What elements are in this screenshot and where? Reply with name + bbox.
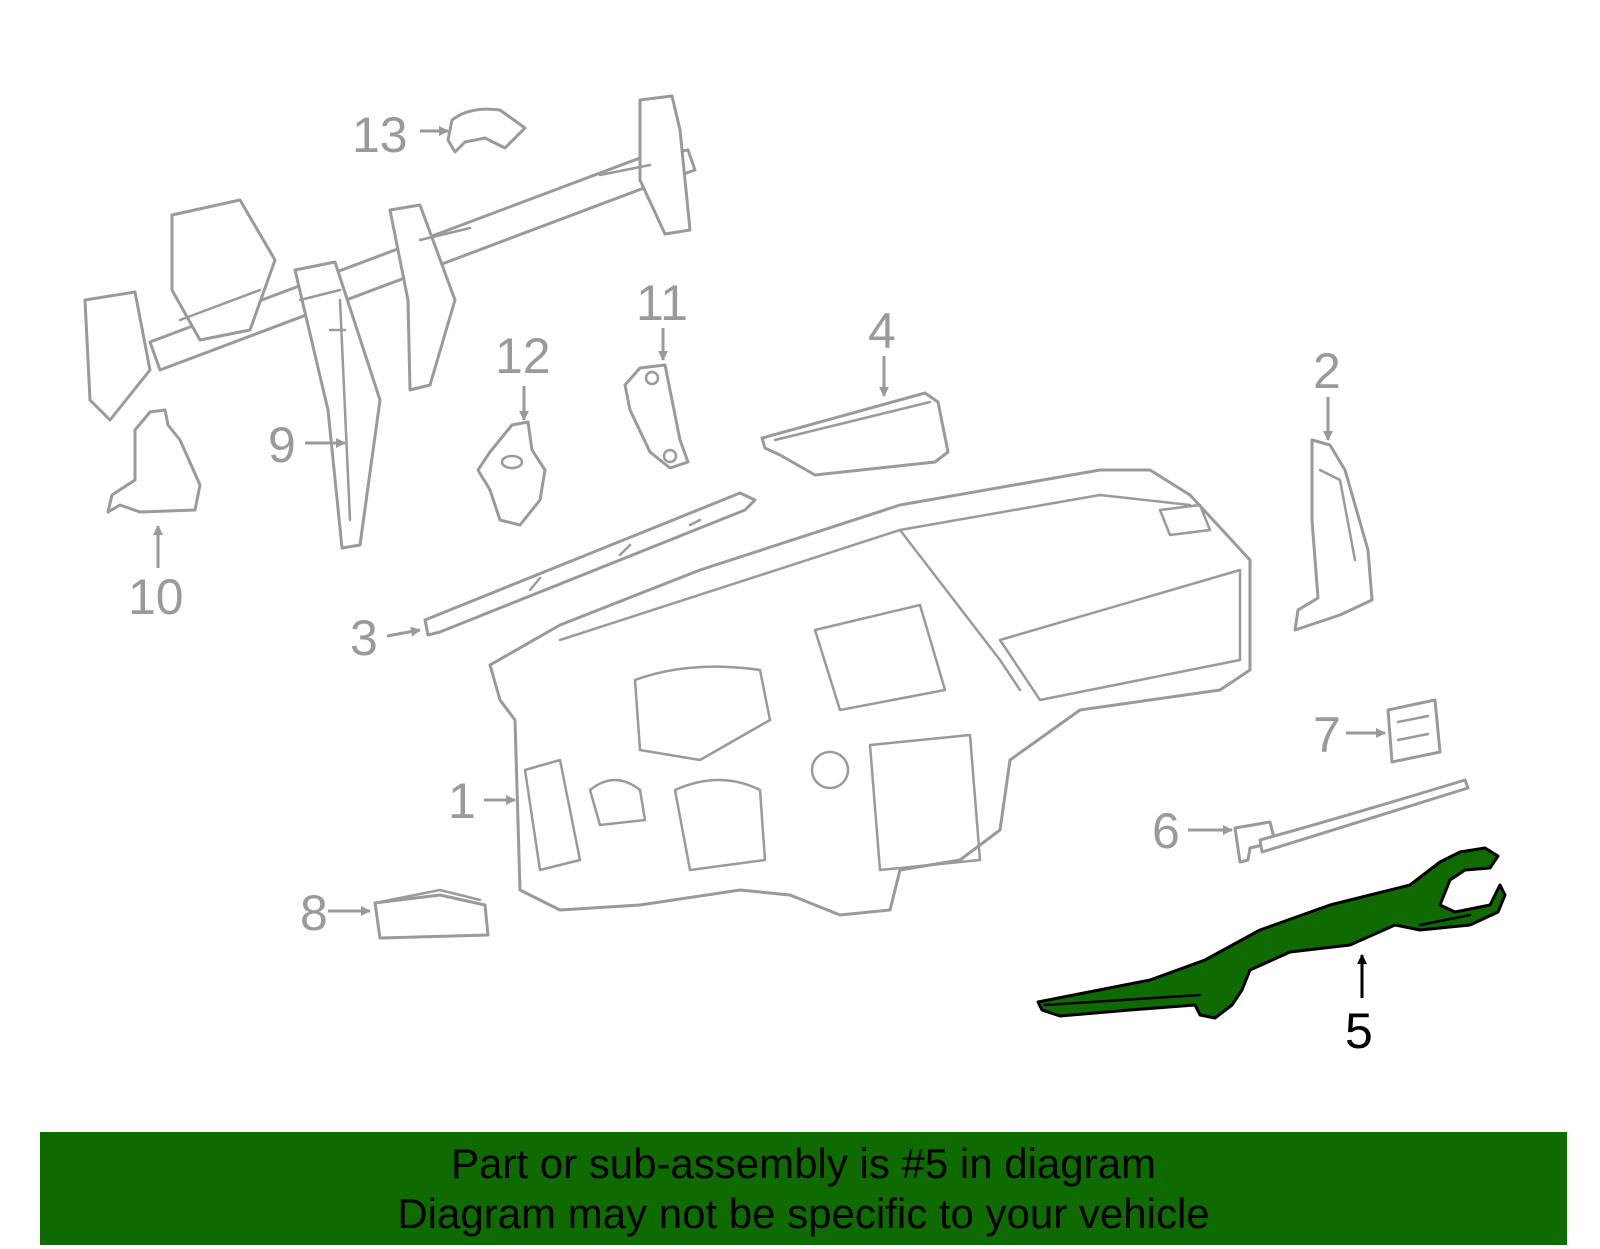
banner-line-1: Part or sub-assembly is #5 in diagram — [451, 1139, 1156, 1187]
callout-8: 8 — [300, 885, 328, 941]
info-banner: Part or sub-assembly is #5 in diagram Di… — [40, 1132, 1567, 1245]
part-9-crossbeam[interactable] — [83, 94, 697, 550]
callout-11: 11 — [636, 275, 688, 331]
callout-12: 12 — [495, 328, 551, 384]
part-2-side-cover[interactable] — [1293, 438, 1374, 632]
part-13-clip[interactable] — [446, 107, 527, 154]
callout-9: 9 — [268, 417, 296, 473]
callout-1: 1 — [448, 773, 476, 829]
callout-5-selected: 5 — [1345, 1003, 1373, 1059]
part-3-strip[interactable] — [423, 491, 757, 637]
part-4-panel[interactable] — [760, 391, 950, 477]
part-11-bracket[interactable] — [623, 363, 690, 470]
callout-3: 3 — [350, 610, 378, 666]
callout-13: 13 — [352, 107, 408, 163]
callout-4: 4 — [868, 303, 896, 359]
callout-arrows — [153, 126, 1386, 998]
part-12-bracket[interactable] — [476, 420, 547, 527]
part-7-block[interactable] — [1386, 698, 1442, 764]
part-10-bracket[interactable] — [106, 408, 202, 514]
callout-7: 7 — [1313, 707, 1341, 763]
part-6-strip[interactable] — [1233, 778, 1470, 864]
banner-line-2: Diagram may not be specific to your vehi… — [397, 1189, 1210, 1237]
callout-2: 2 — [1313, 343, 1341, 399]
part-1-instrument-panel[interactable] — [488, 468, 1252, 917]
callout-10: 10 — [128, 569, 184, 625]
callout-6: 6 — [1152, 803, 1180, 859]
part-5-trim-panel-selected[interactable] — [1036, 846, 1507, 1020]
part-8-duct[interactable] — [373, 888, 490, 940]
